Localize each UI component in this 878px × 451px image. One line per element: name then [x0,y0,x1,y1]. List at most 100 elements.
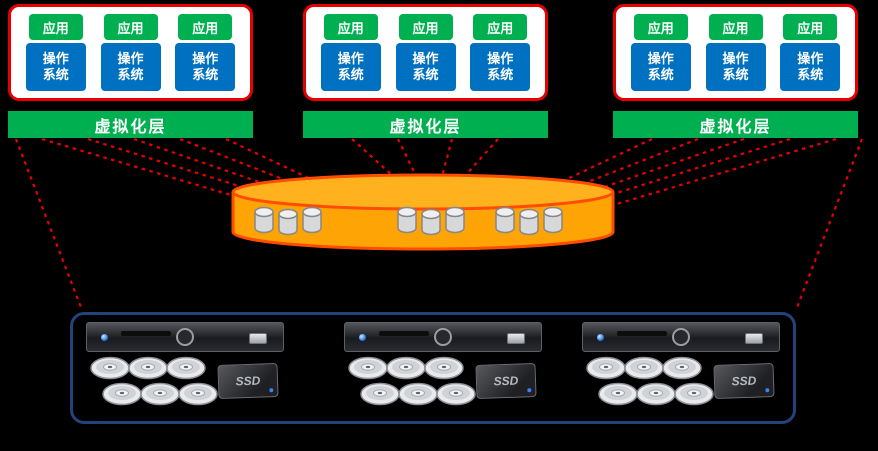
os-box: 操作系统 [25,43,86,91]
ssd-label: SSD [731,373,757,389]
hdd-platter-icon [102,382,142,406]
os-box: 操作系统 [320,43,381,91]
os-box: 操作系统 [175,43,236,91]
os-box: 操作系统 [630,43,691,91]
hdd-platter-icon [636,382,676,406]
server-chassis-2 [344,322,542,352]
hdd-platter-icon [424,356,464,380]
vm: 应用 操作系统 [320,14,381,91]
vm: 应用 操作系统 [705,14,766,91]
app-box: 应用 [473,14,528,40]
hdd-platter-icon [90,356,130,380]
hdd-platter-icon [128,356,168,380]
power-led-icon [597,334,604,341]
os-box: 操作系统 [395,43,456,91]
hdd-platter-icon [436,382,476,406]
chassis-emblem-icon [434,328,452,346]
disk-icon [421,208,441,236]
ssd-led-icon [269,388,274,393]
disk-icon [302,206,322,234]
virtualization-bar-1: 虚拟化层 [8,111,253,138]
app-box: 应用 [633,14,688,40]
virtualization-bar-2: 虚拟化层 [303,111,548,138]
hdd-stack-2 [348,356,476,406]
disk-icon [495,206,515,234]
disk-group-3 [495,206,563,236]
vm: 应用 操作系统 [175,14,236,91]
server-enclosure [70,312,796,424]
vm: 应用 操作系统 [470,14,531,91]
app-box: 应用 [323,14,378,40]
hdd-platter-icon [398,382,438,406]
app-box: 应用 [178,14,233,40]
hdd-platter-icon [662,356,702,380]
vm: 应用 操作系统 [395,14,456,91]
os-label: 操作系统 [722,50,749,82]
os-label: 操作系统 [487,50,514,82]
virtualization-bar-3: 虚拟化层 [613,111,858,138]
vm-panel-2: 应用 操作系统 应用 操作系统 应用 操作系统 [303,4,548,101]
hdd-platter-icon [166,356,206,380]
vm-panel-3: 应用 操作系统 应用 操作系统 应用 操作系统 [613,4,858,101]
os-box: 操作系统 [470,43,531,91]
os-box: 操作系统 [705,43,766,91]
ssd-drive-1: SSD [217,362,279,400]
power-led-icon [359,334,366,341]
disk-icon [254,206,274,234]
vm-panel-1: 应用 操作系统 应用 操作系统 应用 操作系统 [8,4,253,101]
disk-icon [519,208,539,236]
power-led-icon [101,334,108,341]
chassis-latch [745,333,763,344]
app-box: 应用 [783,14,838,40]
os-label: 操作系统 [117,50,144,82]
os-box: 操作系统 [100,43,161,91]
server-chassis-3 [582,322,780,352]
disk-group-1 [254,206,322,236]
chassis-latch [507,333,525,344]
drive-slot [617,331,667,336]
chassis-latch [249,333,267,344]
app-box: 应用 [708,14,763,40]
os-label: 操作系统 [647,50,674,82]
os-label: 操作系统 [337,50,364,82]
os-label: 操作系统 [192,50,219,82]
hdd-platter-icon [674,382,714,406]
vm: 应用 操作系统 [630,14,691,91]
server-chassis-1 [86,322,284,352]
disk-icon [445,206,465,234]
ssd-label: SSD [493,373,519,389]
vm: 应用 操作系统 [100,14,161,91]
chassis-emblem-icon [176,328,194,346]
disk-icon [543,206,563,234]
ssd-led-icon [765,388,770,393]
hdd-platter-icon [178,382,218,406]
hdd-platter-icon [598,382,638,406]
ssd-led-icon [527,388,532,393]
chassis-emblem-icon [672,328,690,346]
app-box: 应用 [103,14,158,40]
ssd-drive-3: SSD [713,362,775,400]
hdd-stack-3 [586,356,714,406]
hdd-platter-icon [386,356,426,380]
os-label: 操作系统 [797,50,824,82]
disk-icon [278,208,298,236]
hdd-stack-1 [90,356,218,406]
hdd-platter-icon [586,356,626,380]
app-box: 应用 [398,14,453,40]
os-label: 操作系统 [412,50,439,82]
disk-group-2 [397,206,465,236]
vm: 应用 操作系统 [25,14,86,91]
os-label: 操作系统 [42,50,69,82]
app-box: 应用 [28,14,83,40]
hdd-platter-icon [624,356,664,380]
ssd-drive-2: SSD [475,362,537,400]
vm: 应用 操作系统 [780,14,841,91]
ssd-label: SSD [235,373,261,389]
drive-slot [121,331,171,336]
disk-icon [397,206,417,234]
os-box: 操作系统 [780,43,841,91]
hdd-platter-icon [348,356,388,380]
storage-pool-cylinder [231,173,615,251]
drive-slot [379,331,429,336]
